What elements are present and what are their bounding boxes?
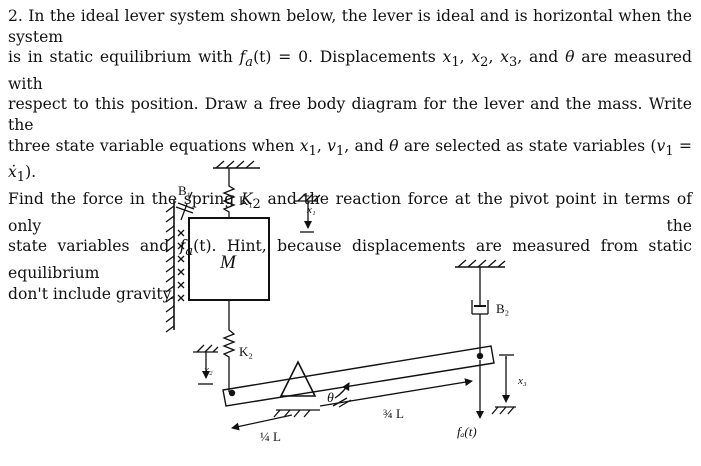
attach-point-left bbox=[228, 389, 236, 397]
damper-b2 bbox=[471, 267, 489, 355]
math-x1: x bbox=[299, 136, 309, 155]
label-x1: x₁ bbox=[306, 204, 316, 216]
left-wall bbox=[165, 200, 175, 333]
math-k2: K bbox=[240, 190, 253, 209]
math-sub: 2 bbox=[252, 197, 261, 213]
problem-line-6: state variables and fa(t). Hint, because… bbox=[8, 236, 692, 283]
text-run: are selected as state variables ( bbox=[398, 136, 657, 155]
math-v1: v bbox=[656, 136, 666, 155]
spring-k2 bbox=[222, 300, 236, 392]
x1-indicator bbox=[295, 193, 321, 233]
text-run: Find the force in the spring bbox=[8, 190, 241, 209]
math-theta: θ bbox=[565, 48, 575, 67]
label-theta: θ bbox=[327, 391, 334, 406]
text-run: , bbox=[316, 136, 328, 155]
text-run: , and bbox=[517, 48, 566, 67]
math-fa: f bbox=[239, 48, 246, 67]
pivot bbox=[273, 360, 320, 418]
text-run: (t) = 0. Displacements bbox=[253, 48, 443, 67]
label-mass: M bbox=[219, 252, 237, 273]
text-run: are measured with bbox=[8, 48, 692, 93]
problem-statement: 2. In the ideal lever system shown below… bbox=[8, 6, 692, 304]
problem-line-3: respect to this position. Draw a free bo… bbox=[8, 95, 692, 135]
math-sub: a bbox=[245, 55, 254, 71]
math-sub: 1 bbox=[16, 170, 26, 186]
math-sub: 1 bbox=[665, 143, 674, 159]
problem-line-7: don't include gravity. bbox=[8, 284, 175, 303]
damper-b1 bbox=[175, 191, 195, 221]
math-x3: x bbox=[500, 48, 509, 67]
top-ground-k1 bbox=[213, 160, 260, 169]
math-x1: x bbox=[442, 48, 452, 67]
x2-indicator bbox=[193, 344, 219, 385]
text-run: (t). Hint, because displacements are mea… bbox=[8, 237, 692, 283]
label-k1: K₁ bbox=[239, 193, 253, 208]
lever-bar bbox=[222, 345, 495, 407]
label-b2: B₂ bbox=[496, 301, 509, 316]
spring-k1 bbox=[222, 168, 236, 218]
math-fa: f bbox=[179, 237, 186, 256]
math-v1: v bbox=[327, 136, 336, 155]
problem-line-1: 2. In the ideal lever system shown below… bbox=[8, 7, 692, 46]
text-run: three state variable equations when bbox=[8, 136, 300, 155]
text-run: = bbox=[673, 136, 692, 155]
math-sub: 1 bbox=[335, 143, 345, 159]
text-run: ). bbox=[25, 163, 37, 182]
problem-line-2: is in static equilibrium with fa(t) = 0.… bbox=[8, 47, 692, 94]
math-theta: θ bbox=[389, 136, 399, 155]
problem-line-5: Find the force in the spring K2 and the … bbox=[8, 189, 692, 236]
label-k2: K₂ bbox=[239, 344, 253, 359]
math-x2: x bbox=[471, 48, 481, 67]
three-quarter-l-dim bbox=[319, 378, 473, 407]
label-x2: x₂ bbox=[203, 364, 213, 376]
rollers bbox=[177, 229, 185, 302]
label-three-quarter-l: ¾ L bbox=[383, 406, 404, 421]
text-run: and the reaction force at the pivot poin… bbox=[8, 190, 692, 235]
math-x1-dot: ẋ bbox=[8, 163, 17, 182]
math-sub: 2 bbox=[480, 55, 489, 71]
attach-point-right bbox=[476, 352, 484, 360]
label-x3: x₃ bbox=[517, 375, 527, 387]
text-run: is in static equilibrium with bbox=[8, 48, 240, 67]
theta-arrow bbox=[334, 382, 350, 399]
math-sub: 1 bbox=[308, 143, 317, 159]
label-fa: fₐ(t) bbox=[457, 424, 477, 439]
quarter-l-dim bbox=[231, 414, 293, 431]
text-run: , bbox=[488, 48, 501, 67]
problem-line-4: three state variable equations when x1, … bbox=[8, 136, 692, 189]
x3-indicator bbox=[491, 354, 516, 415]
text-run: , bbox=[459, 48, 472, 67]
text-run: state variables and bbox=[8, 237, 180, 256]
math-sub: 1 bbox=[451, 55, 460, 71]
top-ground-b2 bbox=[455, 259, 506, 268]
math-sub: 3 bbox=[508, 55, 518, 71]
text-run: , and bbox=[344, 136, 390, 155]
label-b1: B₁ bbox=[178, 183, 191, 198]
label-quarter-l: ¼ L bbox=[260, 429, 281, 444]
